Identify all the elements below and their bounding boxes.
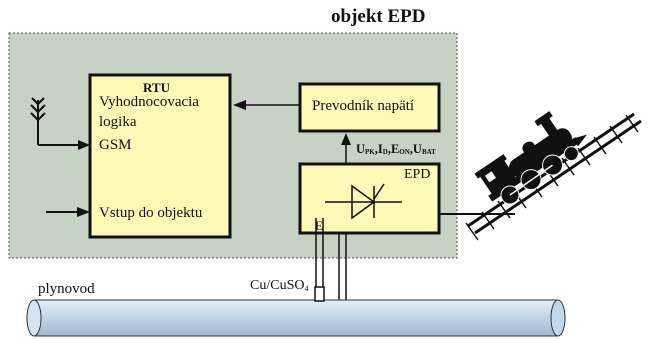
converter-to-rtu-arrow (233, 100, 300, 110)
converter-label: Prevodník napätí (312, 98, 415, 114)
diode-icon (325, 183, 402, 220)
measured-quantities: UPK,ID,EON,UBAT (356, 142, 436, 156)
epd-to-converter-arrow (341, 133, 351, 164)
diagram-title: objekt EPD (331, 6, 426, 27)
input-arrow (46, 207, 90, 217)
electrode-label: Cu/CuSO4 (250, 278, 309, 293)
reference-electrode (314, 286, 325, 302)
pipeline (26, 299, 566, 337)
epd-label: EPD (404, 167, 431, 182)
epd-terminal-label: E (315, 218, 323, 233)
rtu-input-label: Vstup do objektu (99, 205, 203, 221)
rtu-logic-line2: logika (99, 114, 137, 130)
measurement-eon: EON (390, 142, 410, 156)
measurement-upk: UPK (356, 142, 375, 156)
rtu-logic-line1: Vyhodnocovacia (99, 94, 199, 110)
reference-wire (315, 218, 324, 288)
rtu-gsm: GSM (99, 137, 132, 153)
locomotive-icon (474, 111, 587, 205)
drain-wire (338, 233, 347, 300)
antenna-icon (30, 97, 90, 150)
rtu-box (88, 73, 232, 239)
measurement-ubat: UBAT (412, 142, 436, 156)
pipeline-label: plynovod (38, 281, 95, 297)
rtu-heading: RTU (143, 80, 170, 95)
converter-box (298, 82, 441, 133)
measurement-id: ID (377, 142, 388, 156)
